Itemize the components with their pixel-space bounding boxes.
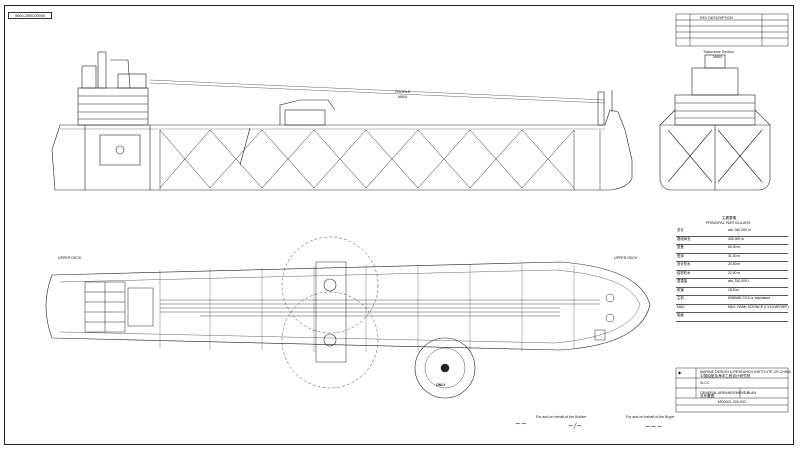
institute-cn: 中国船舶及海洋工程设计研究院 bbox=[700, 374, 751, 378]
particulars-row-value: 6G80ME-C9.5 or equivalent bbox=[728, 296, 771, 300]
buyer-signature: ~~~ bbox=[645, 423, 663, 431]
profile-note: PROFILE bbox=[395, 90, 411, 94]
bow-line bbox=[604, 109, 633, 161]
profile-tag: MAIN bbox=[398, 95, 407, 99]
manifold-crane bbox=[239, 99, 336, 166]
project-name: VLCC bbox=[700, 381, 710, 385]
principal-particulars: 主要要素 PRINCIPAL PARTICULARS 总长 abt. 340.00… bbox=[676, 216, 789, 326]
upper-deck-label-bow: UPPER DECK bbox=[614, 256, 638, 260]
particulars-row-label: 船级 bbox=[677, 313, 684, 317]
particulars-row: 航速 15.5 kn bbox=[676, 287, 788, 296]
deck-outline bbox=[45, 261, 651, 351]
particulars-row-value: 60.00 m bbox=[728, 245, 741, 249]
revision-block bbox=[675, 13, 789, 47]
particulars-row: 垂线间长 330.000 m bbox=[676, 236, 788, 245]
particulars-title-en: PRINCIPAL PARTICULARS bbox=[706, 221, 751, 225]
particulars-row-value: abt. 310,000 t bbox=[728, 279, 749, 283]
title-block-logo: ◆ bbox=[678, 370, 682, 375]
particulars-row-label: 载重量 bbox=[677, 279, 688, 283]
transverse-subtitle: MAIN bbox=[713, 55, 722, 59]
particulars-row-label: 结构吃水 bbox=[677, 270, 691, 275]
builder-signature-mark: ~~ bbox=[515, 420, 527, 428]
particulars-row-label: 航速 bbox=[677, 287, 684, 292]
builder-signature: ~/~ bbox=[568, 422, 583, 430]
crane-swing-circle bbox=[281, 291, 379, 389]
rigging bbox=[149, 79, 606, 104]
title-block bbox=[675, 367, 789, 413]
helideck-circle bbox=[414, 337, 476, 399]
cargo-tank-bracing bbox=[159, 129, 601, 190]
particulars-row-value: abt. 340.000 m bbox=[728, 228, 751, 232]
particulars-row: 主机 6G80ME-C9.5 or equivalent bbox=[676, 296, 788, 305]
superstructure bbox=[77, 51, 151, 190]
particulars-row-label: MAX. bbox=[677, 304, 686, 309]
builder-label: For and on behalf of the Builder bbox=[536, 415, 587, 419]
particulars-row: 型深 31.00 m bbox=[676, 253, 788, 262]
drawing-number-box: 9000-2000-00000 bbox=[8, 12, 52, 19]
crane-pedestal bbox=[323, 278, 337, 292]
particulars-row-value: 31.00 m bbox=[728, 253, 741, 258]
institute-en: MARINE DESIGN & RESEARCH INSTITUTE OF CH… bbox=[700, 370, 791, 374]
revision-title: REV DESCRIPTION bbox=[700, 16, 733, 20]
plan-view bbox=[45, 236, 651, 399]
particulars-row-label: 主机 bbox=[677, 296, 684, 300]
doc-number: MD0001-000-00C bbox=[718, 400, 747, 404]
scale: 1:1 bbox=[744, 391, 749, 395]
deck-pipelines bbox=[160, 299, 600, 317]
profile-view bbox=[51, 51, 633, 191]
plan-frame-lines bbox=[159, 263, 575, 352]
stern-line bbox=[51, 124, 61, 191]
particulars-row: 载重量 abt. 310,000 t bbox=[676, 279, 788, 288]
upper-deck-label: UPPER DECK bbox=[58, 256, 82, 260]
particulars-row: MAX. MAX. RANK SCR/NCR (CYL/CAP/DEP) bbox=[676, 304, 789, 313]
accommodation-plan bbox=[84, 281, 154, 333]
bow-fittings bbox=[597, 90, 613, 126]
particulars-row-value: 330.000 m bbox=[728, 236, 745, 241]
particulars-row: 总长 abt. 340.000 m bbox=[676, 228, 788, 237]
particulars-row-label: 设计吃水 bbox=[677, 262, 691, 266]
particulars-row: 设计吃水 20.50 m bbox=[676, 262, 788, 271]
particulars-row: 型宽 60.00 m bbox=[676, 245, 788, 254]
bow-fittings-plan bbox=[594, 293, 615, 341]
particulars-row-value: 15.5 kn bbox=[728, 287, 740, 292]
hull-bottom-line bbox=[55, 160, 633, 191]
particulars-row-value: MAX. RANK SCR/NCR (CYL/CAP/DEP) bbox=[728, 304, 789, 309]
particulars-row-label: 垂线间长 bbox=[677, 236, 691, 241]
doc-title: GENERAL ARRANGEMENT PLAN bbox=[700, 391, 757, 395]
particulars-row-value: 20.50 m bbox=[728, 262, 741, 266]
right-panel-frames bbox=[675, 13, 789, 413]
transverse-section bbox=[659, 54, 771, 191]
helideck-label: ONLY bbox=[436, 383, 446, 387]
crane-pedestal bbox=[323, 333, 337, 347]
manifold-area bbox=[315, 261, 347, 363]
transverse-title: Transverse Section bbox=[703, 50, 734, 54]
crane-swing-circle bbox=[281, 236, 379, 334]
particulars-row-label: 型深 bbox=[677, 253, 684, 258]
drawing-frame bbox=[4, 5, 794, 445]
particulars-row-label: 型宽 bbox=[677, 245, 684, 249]
particulars-row: 船级 bbox=[676, 313, 788, 322]
particulars-row: 结构吃水 22.00 m bbox=[676, 270, 788, 279]
particulars-title-cn: 主要要素 bbox=[722, 216, 737, 220]
doc-title-cn: 总布置图 bbox=[700, 394, 715, 398]
particulars-row-label: 总长 bbox=[677, 228, 684, 232]
particulars-row-value: 22.00 m bbox=[728, 270, 741, 275]
buyer-label: For and on behalf of the Buyer bbox=[626, 415, 675, 419]
